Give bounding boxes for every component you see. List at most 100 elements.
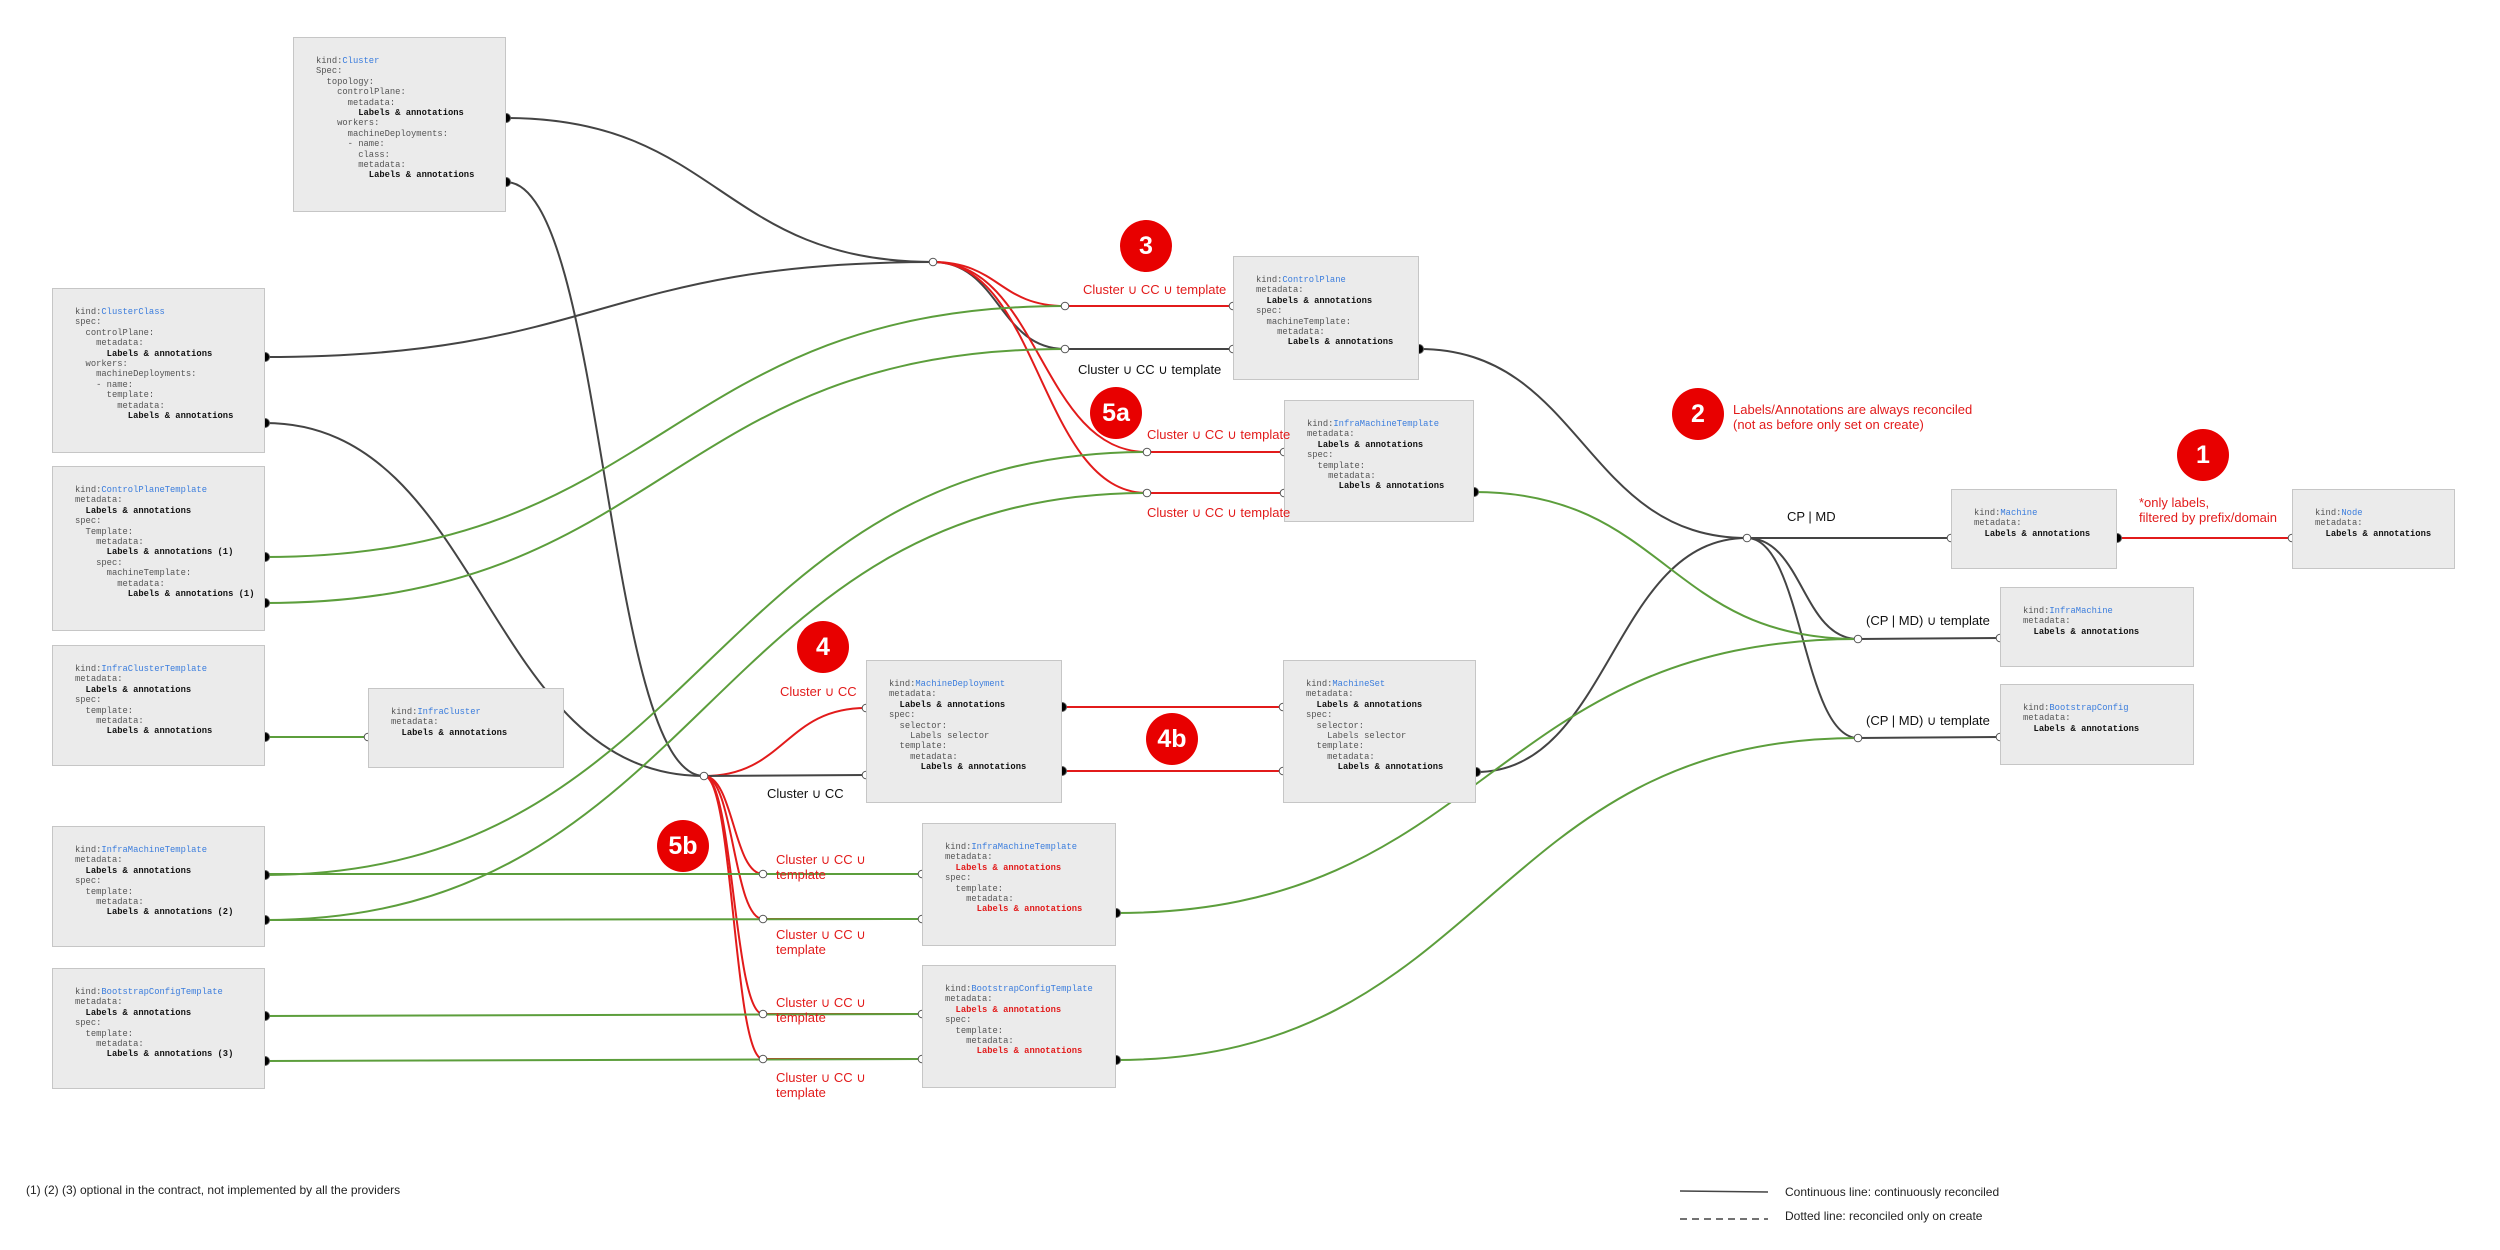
box-line: selector:	[889, 720, 948, 731]
box-line: kind:InfraMachine	[2023, 606, 2193, 616]
box-line: spec:	[945, 1015, 972, 1026]
label-filtered: filtered by prefix/domain	[2139, 510, 2278, 525]
port-hollow	[1060, 344, 1070, 354]
wire-hubb-md-black	[703, 774, 867, 777]
wire-cluster-cp	[505, 117, 934, 263]
wire-bootstrap-end	[1857, 736, 2001, 739]
port-hollow	[1142, 488, 1152, 498]
box-line: template:	[889, 741, 948, 752]
footnote: (1) (2) (3) optional in the contract, no…	[26, 1183, 401, 1197]
label-cp-black: Cluster ∪ CC ∪ template	[1078, 362, 1222, 377]
box-line: template:	[945, 1025, 1004, 1036]
labels-annotations: Labels & annotations (1)	[75, 588, 255, 599]
wire-imtmd-inframachine	[1115, 638, 1859, 914]
box-line: metadata:	[945, 852, 993, 863]
box-line: metadata:	[2023, 616, 2071, 627]
box-line: Labels & annotations	[75, 506, 264, 516]
labels-annotations: Labels & annotations	[1307, 439, 1424, 450]
labels-annotations: Labels & annotations	[75, 1007, 192, 1018]
box-line: Spec:	[316, 66, 343, 77]
port-hollow	[758, 1054, 768, 1064]
kind-name: MachineSet	[1332, 679, 1386, 689]
box-line: metadata:	[75, 855, 123, 866]
kind-name: ControlPlane	[1282, 275, 1346, 285]
labels-annotations: Labels & annotations	[1306, 699, 1423, 710]
label-bct-md-2: Cluster ∪ CC ∪ template	[776, 1070, 866, 1100]
box-line: Labels & annotations	[316, 108, 505, 118]
wire-bct-left-md1	[264, 1013, 923, 1017]
labels-annotations: Labels & annotations	[2023, 626, 2140, 637]
box-line: kind:MachineSet	[1306, 679, 1475, 689]
wire-hubb-bct2	[703, 775, 764, 1060]
kind-name: InfraMachineTemplate	[1333, 419, 1439, 429]
labels-annotations-managed: Labels & annotations	[945, 862, 1062, 873]
wire-imt-left-top	[264, 451, 1148, 876]
box-line: Labels & annotations	[945, 904, 1115, 914]
box-line: metadata:	[75, 536, 144, 547]
box-line: kind:Node	[2315, 508, 2454, 518]
box-line: spec:	[75, 876, 102, 887]
box-line: template:	[75, 1028, 134, 1039]
label-imt-cp-top: Cluster ∪ CC ∪ template	[1147, 427, 1291, 442]
box-line: metadata:	[1974, 518, 2022, 529]
box-line: spec:	[1256, 306, 1283, 317]
badge-5b: 5b	[657, 820, 709, 872]
box-line: Labels & annotations	[889, 762, 1061, 772]
box-line: metadata:	[75, 715, 144, 726]
port-hollow	[1742, 533, 1752, 543]
kind-name: BootstrapConfigTemplate	[101, 987, 223, 997]
box-line: Labels & annotations	[1307, 440, 1473, 450]
kind-keyword: kind:	[2023, 703, 2050, 713]
box-line: template:	[945, 883, 1004, 894]
kind-keyword: kind:	[1306, 679, 1333, 689]
labels-annotations: Labels & annotations	[75, 865, 192, 876]
box-line: Labels & annotations (3)	[75, 1049, 264, 1059]
kind-keyword: kind:	[1974, 508, 2001, 518]
box-line: Labels & annotations	[1974, 529, 2116, 539]
labels-annotations: Labels & annotations	[1256, 337, 1394, 348]
box-line: metadata:	[75, 674, 123, 685]
box-line: kind:InfraMachineTemplate	[1307, 419, 1473, 429]
labels-annotations: Labels & annotations	[316, 170, 475, 181]
box-line: selector:	[1306, 720, 1365, 731]
labels-annotations-managed: Labels & annotations	[945, 1046, 1083, 1057]
box-line: metadata:	[945, 994, 993, 1005]
box-line: Labels selector	[1306, 730, 1407, 741]
box-line: spec:	[75, 557, 123, 568]
box-line: metadata:	[75, 495, 123, 506]
box-line: metadata:	[316, 159, 406, 170]
wire-hubb-md-red	[703, 707, 867, 777]
box-line: kind:MachineDeployment	[889, 679, 1061, 689]
box-line: Labels & annotations	[75, 685, 264, 695]
box-line: spec:	[1307, 450, 1334, 461]
box-line: workers:	[75, 358, 128, 369]
kind-name: InfraMachineTemplate	[971, 842, 1077, 852]
wire-clusterclass-md	[264, 422, 705, 777]
wire-hubb-imt1	[703, 775, 764, 875]
box-line: Labels & annotations	[945, 1005, 1115, 1015]
box-line: Labels selector	[889, 730, 990, 741]
box-line: spec:	[75, 317, 102, 328]
box-line: Labels & annotations	[1256, 337, 1418, 347]
labels-annotations: Labels & annotations	[75, 684, 192, 695]
label-cp-md: CP | MD	[1787, 509, 1836, 524]
port-hollow	[758, 869, 768, 879]
box-line: machineDeployments:	[316, 128, 448, 139]
labels-annotations: Labels & annotations	[316, 107, 464, 118]
port-hollow	[1853, 733, 1863, 743]
kind-keyword: kind:	[391, 707, 418, 717]
label-reconciled-sub: (not as before only set on create)	[1733, 417, 1924, 432]
box-line: kind:InfraCluster	[391, 707, 563, 717]
labels-annotations: Labels & annotations	[1974, 528, 2091, 539]
port-hollow	[928, 257, 938, 267]
box-line: metadata:	[1306, 689, 1354, 700]
badge-5a: 5a	[1090, 387, 1142, 439]
wire-huba-imt-bottom	[932, 261, 1148, 494]
wire-ms-hubc	[1475, 537, 1748, 773]
box-line: machineDeployments:	[75, 369, 197, 380]
label-imt-cp-bottom: Cluster ∪ CC ∪ template	[1147, 505, 1291, 520]
labels-annotations: Labels & annotations	[889, 762, 1027, 773]
